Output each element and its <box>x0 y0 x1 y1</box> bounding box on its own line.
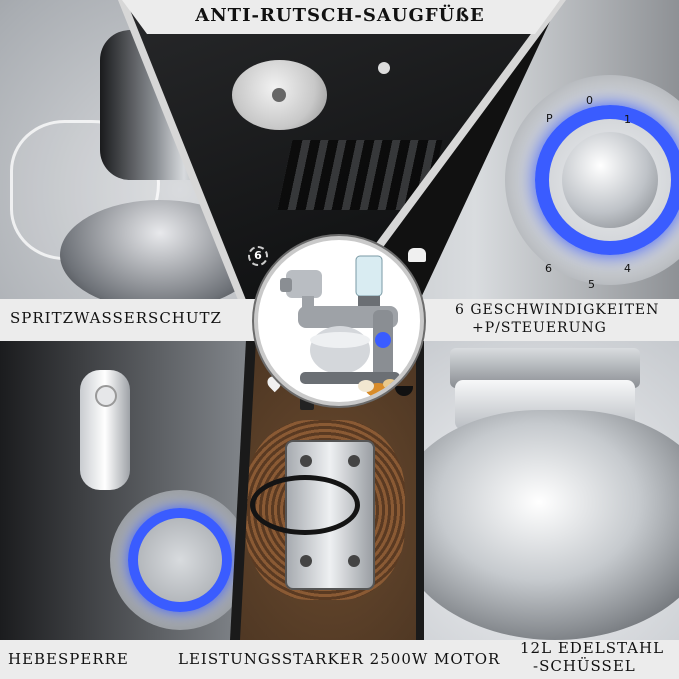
dial-mark-0: 0 <box>586 94 593 107</box>
drive-belt <box>250 475 360 535</box>
stainless-bowl <box>420 410 679 640</box>
dial-mark-p: P <box>546 112 553 125</box>
stand-mixer-illustration <box>280 255 400 397</box>
speed-number-text: 6 <box>254 249 262 262</box>
screw-icon <box>300 455 312 467</box>
screw-icon <box>300 555 312 567</box>
speed-number-icon: 6 <box>248 246 268 266</box>
dial-mark-4: 4 <box>624 262 631 275</box>
label-speeds-line2: +P/STEUERUNG <box>472 320 607 336</box>
dial-blue-ring-lower <box>128 508 232 612</box>
label-anti-slip-feet: ANTI-RUTSCH-SAUGFÜßE <box>195 5 485 26</box>
dial-knob <box>562 132 658 228</box>
dial-mark-6: 6 <box>545 262 552 275</box>
right-label-band <box>420 299 679 341</box>
screw-icon <box>378 62 390 74</box>
bowl-icon <box>395 386 413 396</box>
screw-icon <box>348 555 360 567</box>
bottom-label-band <box>0 640 679 679</box>
label-splash-guard: SPRITZWASSERSCHUTZ <box>10 309 222 327</box>
product-overview-badge <box>254 236 424 406</box>
screw-icon <box>348 455 360 467</box>
label-stainless-bowl-line1: 12L EDELSTAHL <box>520 639 665 657</box>
left-label-band <box>0 299 260 341</box>
screw-icon <box>272 88 286 102</box>
label-motor: LEISTUNGSSTARKER 2500W MOTOR <box>178 650 501 668</box>
label-lift-lock: HEBESPERRE <box>8 650 129 668</box>
label-speeds-line1: 6 GESCHWINDIGKEITEN <box>455 302 660 318</box>
dial-mark-5: 5 <box>588 278 595 291</box>
label-stainless-bowl-line2: -SCHÜSSEL <box>533 657 636 675</box>
lift-lever-button <box>95 385 117 407</box>
bread-icon <box>408 248 426 262</box>
dial-mark-1: 1 <box>624 113 631 126</box>
top-label-band <box>122 0 560 34</box>
